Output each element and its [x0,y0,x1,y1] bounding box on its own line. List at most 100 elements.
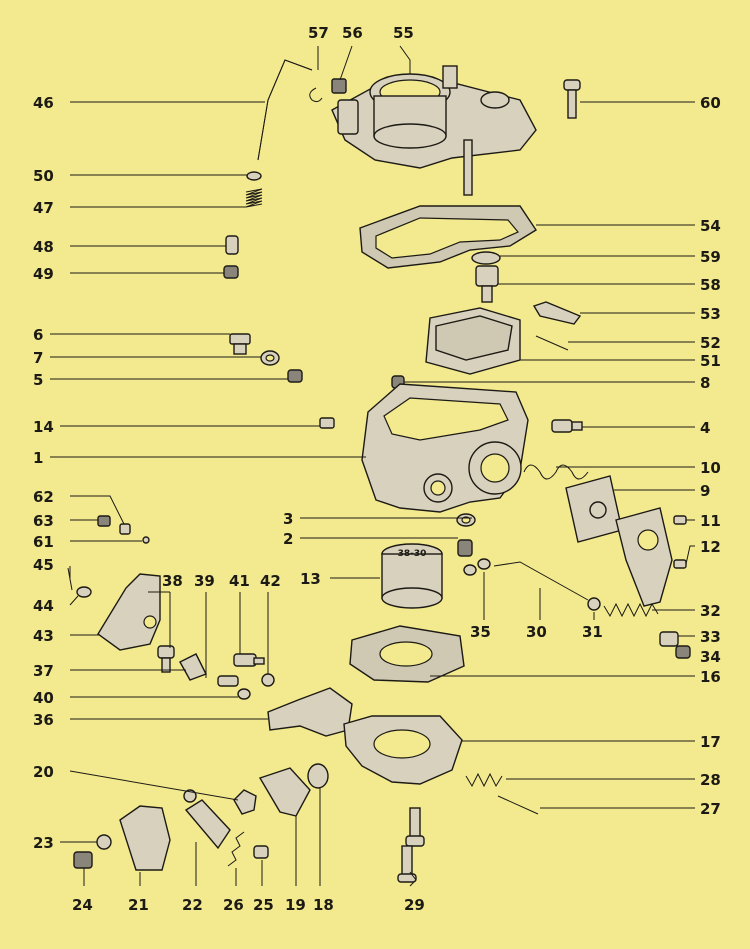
part-44-washer [76,586,92,598]
label-13: 13 [300,570,321,588]
label-59: 59 [700,248,721,266]
part-53-clip [532,301,582,325]
part-54-gasket [359,205,537,269]
label-44: 44 [33,597,54,615]
label-58: 58 [700,276,721,294]
label-56: 56 [342,24,363,42]
label-28: 28 [700,771,721,789]
part-6-plug [229,333,251,355]
part-32-spring [603,602,659,618]
part-14-screw [319,417,335,429]
label-4: 4 [700,419,710,437]
part-9-diaphragm [565,475,623,543]
part-18-spring [307,763,329,789]
part-35-washer [463,564,477,576]
part-28-spring [465,772,503,788]
label-55: 55 [393,24,414,42]
label-33: 33 [700,628,721,646]
part-labels: 46 50 47 48 49 6 7 5 14 1 62 63 61 45 44… [33,24,721,914]
part-50-washer [246,171,262,181]
part-38-screw [157,645,175,673]
label-57: 57 [308,24,329,42]
part-12-screw [673,559,687,569]
label-16: 16 [700,668,721,686]
label-63: 63 [33,512,54,530]
label-3: 3 [283,510,293,528]
label-9: 9 [700,482,710,500]
label-46: 46 [33,94,54,112]
label-1: 1 [33,449,43,467]
part-11-screw [673,515,687,525]
label-12: 12 [700,538,721,556]
label-53: 53 [700,305,721,323]
label-24: 24 [72,896,93,914]
label-34: 34 [700,648,721,666]
label-27: 27 [700,800,721,818]
label-7: 7 [33,349,43,367]
label-29: 29 [404,896,425,914]
label-51: 51 [700,352,721,370]
part-10-spring [523,464,589,480]
label-52: 52 [700,334,721,352]
part-42-washer [261,673,275,687]
label-8: 8 [700,374,710,392]
label-50: 50 [33,167,54,185]
part-61-ball [142,536,150,544]
label-37: 37 [33,662,54,680]
label-30: 30 [526,623,547,641]
label-14: 14 [33,418,54,436]
label-48: 48 [33,238,54,256]
leader-lines [50,45,695,887]
part-19-lever [258,767,311,817]
label-62: 62 [33,488,54,506]
part-23-washer [96,834,112,850]
label-40: 40 [33,689,54,707]
label-47: 47 [33,199,54,217]
part-52-pin [535,335,569,351]
part-21-bracket [119,805,171,871]
label-31: 31 [582,623,603,641]
label-20: 20 [33,763,54,781]
float-chamber-marking: 38-30 [398,549,427,559]
label-43: 43 [33,627,54,645]
part-13-float-chamber: 38-30 [381,543,443,609]
part-20-washer [233,789,257,815]
label-49: 49 [33,265,54,283]
part-27-screw [497,795,539,815]
part-57-clip [309,87,323,103]
label-18: 18 [313,896,334,914]
part-29-screws [397,807,425,883]
label-26: 26 [223,896,244,914]
part-49-nut [223,265,239,279]
label-36: 36 [33,711,54,729]
part-51-float [425,307,521,375]
part-36-bracket [267,687,353,737]
label-5: 5 [33,371,43,389]
part-5-jet [287,369,303,383]
part-31-washer [587,597,601,611]
part-48-bush [225,235,239,255]
label-35: 35 [470,623,491,641]
part-30-pump-rod [493,561,589,601]
part-43-choke-lever [97,573,161,651]
label-6: 6 [33,326,43,344]
label-22: 22 [182,896,203,914]
label-32: 32 [700,602,721,620]
label-45: 45 [33,556,54,574]
label-19: 19 [285,896,306,914]
part-33-nut [659,631,679,647]
label-41: 41 [229,572,250,590]
part-40-washer [237,688,251,700]
part-47-spring [245,188,263,208]
part-39-screw [217,675,239,687]
top-cover [331,65,537,196]
part-58-needle-valve [475,265,499,303]
part-1-carburetor-body [361,383,529,513]
part-26-spring [227,831,245,867]
label-25: 25 [253,896,274,914]
part-2-valve [457,539,473,557]
part-56-nut [331,78,347,94]
part-17-throttle-body [343,715,463,785]
